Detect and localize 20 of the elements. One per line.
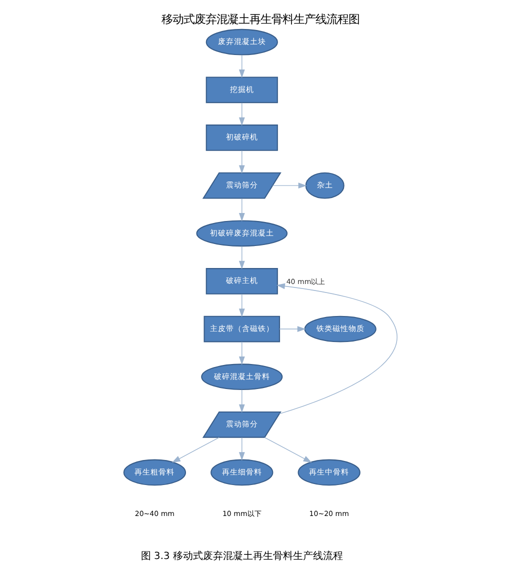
diagram-title: 移动式废弃混凝土再生骨料生产线流程图: [161, 12, 359, 26]
node-label: 10 mm以下: [222, 509, 261, 518]
arrow: [276, 283, 397, 414]
arrow: [278, 326, 306, 332]
arrow: [238, 437, 244, 461]
caption: 图 3.3 移动式废弃混凝土再生骨料生产线流程: [140, 550, 342, 562]
arrow: [264, 437, 312, 463]
arrow: [238, 294, 244, 318]
arrow: [272, 182, 306, 189]
arrow: [238, 54, 244, 78]
arrow: [238, 342, 244, 365]
arrow: [238, 102, 244, 126]
arrow: [238, 389, 244, 413]
arrow: [238, 246, 244, 270]
node-label: 10~20 mm: [308, 509, 348, 518]
arrow: [238, 198, 244, 222]
arrow: [171, 437, 220, 463]
arrow: [238, 150, 244, 174]
edge-label: 40 mm以上: [286, 277, 325, 286]
node-label: 20~40 mm: [134, 509, 174, 518]
